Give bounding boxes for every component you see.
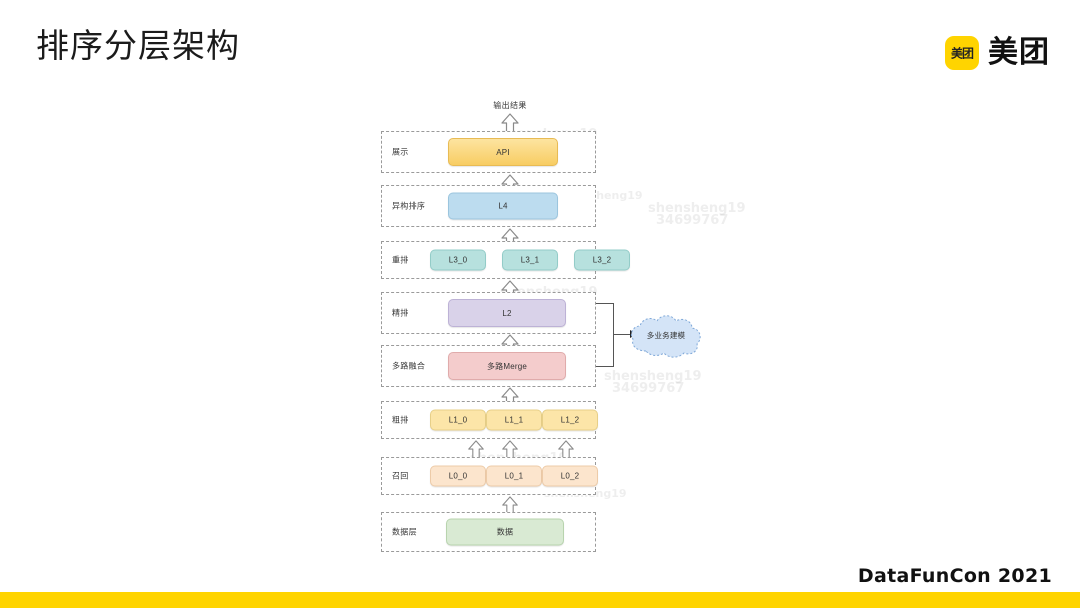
conference-branding: DataFunCon 2021 [857,565,1052,587]
layer-data[interactable]: 数据层 数据 [381,512,596,552]
node-l1-2[interactable]: L1_2 [542,409,598,431]
node-multi-path-merge[interactable]: 多路Merge [448,352,566,380]
layer-heterogeneous-ranking[interactable]: 异构排序 L4 [381,185,596,227]
layer-label-multi-path-fusion: 多路融合 [392,361,426,371]
layer-label-display: 展示 [392,147,409,157]
layer-multi-path-fusion[interactable]: 多路融合 多路Merge [381,345,596,387]
watermark: 34699767 [656,213,729,228]
node-l3-2[interactable]: L3_2 [574,249,630,271]
node-l1-1[interactable]: L1_1 [486,409,542,431]
output-result-label: 输出结果 [493,101,527,110]
bracket-connector [596,303,614,367]
node-l1-0[interactable]: L1_0 [430,409,486,431]
page-title: 排序分层架构 [36,27,240,64]
watermark: shensheng19 [604,369,702,384]
node-l0-2[interactable]: L0_2 [542,465,598,487]
watermark: 34699767 [612,381,685,396]
layer-label-fine-rank: 精排 [392,308,409,318]
layer-display[interactable]: 展示 API [381,131,596,173]
layer-recall[interactable]: 召回 L0_0 L0_1 L0_2 [381,457,598,495]
node-l3-1[interactable]: L3_1 [502,249,558,271]
meituan-logo-mark-text: 美团 [950,46,974,60]
layer-label-heterogeneous-ranking: 异构排序 [392,201,426,211]
node-api[interactable]: API [448,138,558,166]
node-l0-0[interactable]: L0_0 [430,465,486,487]
footer-accent-bar [0,592,1080,608]
meituan-logo-icon: 美团 [945,36,979,70]
layer-rerank[interactable]: 重排 L3_0 L3_1 L3_2 [381,241,630,279]
cloud-label-multi-business-modeling: 多业务建模 [646,331,686,340]
node-l4[interactable]: L4 [448,192,558,220]
meituan-logo: 美团 美团 [945,36,1050,70]
layer-label-coarse-rank: 粗排 [392,415,409,425]
node-data[interactable]: 数据 [446,518,564,546]
node-l3-0[interactable]: L3_0 [430,249,486,271]
meituan-logo-text: 美团 [988,36,1050,69]
layer-label-data: 数据层 [392,527,417,537]
layer-label-rerank: 重排 [392,255,409,265]
watermark: shensheng19 [648,201,746,216]
node-l0-1[interactable]: L0_1 [486,465,542,487]
layer-label-recall: 召回 [392,471,409,481]
node-l2[interactable]: L2 [448,299,566,327]
layer-fine-rank[interactable]: 精排 L2 [381,292,596,334]
layer-coarse-rank[interactable]: 粗排 L1_0 L1_1 L1_2 [381,401,598,439]
bracket-stem [614,334,632,335]
cloud-shape [628,313,704,359]
